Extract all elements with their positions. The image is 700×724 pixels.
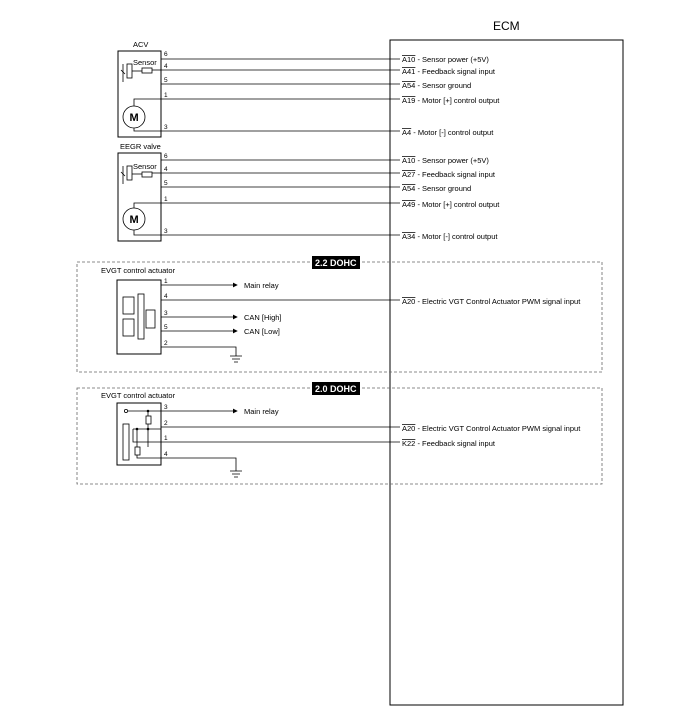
evgt22-badge-text: 2.2 DOHC <box>315 258 357 268</box>
terminal-code: A54 <box>402 81 415 90</box>
acv-sensor-symbol <box>120 63 161 82</box>
eegr-sensor-label: Sensor <box>133 162 157 171</box>
terminal-code: A10 <box>402 55 415 64</box>
svg-text:A54 - Sensor ground: A54 - Sensor ground <box>402 81 471 90</box>
eegr-label: EEGR valve <box>120 142 161 151</box>
svg-text:M: M <box>130 214 139 226</box>
evgt20-badge-text: 2.0 DOHC <box>315 384 357 394</box>
svg-text:A19 - Motor [+] control output: A19 - Motor [+] control output <box>402 96 500 105</box>
evgt22-label: EVGT control actuator <box>101 266 176 275</box>
pin-number: 5 <box>164 77 168 84</box>
pin-number: 2 <box>164 420 168 427</box>
main-relay-label: Main relay <box>244 281 279 290</box>
can-high-label: CAN [High] <box>244 313 282 322</box>
acv-box <box>117 50 162 138</box>
svg-text:A34 - Motor [-] control output: A34 - Motor [-] control output <box>402 232 498 241</box>
evgt22-pin-numbers: 1 4 3 5 2 <box>164 278 168 347</box>
can-low-label: CAN [Low] <box>244 327 280 336</box>
terminal-code: A20 <box>402 424 415 433</box>
terminal-desc: - Feedback signal input <box>415 439 496 448</box>
evgt22-badge <box>312 256 360 269</box>
evgt20-wires <box>161 408 400 478</box>
terminal-code: A19 <box>402 96 415 105</box>
evgt22-ecm-terminal: A20 - Electric VGT Control Actuator PWM … <box>402 297 581 306</box>
eegr-box <box>117 152 162 242</box>
ecm-title: ECM <box>493 19 520 33</box>
terminal-code: A10 <box>402 156 415 165</box>
pin-number: 3 <box>164 228 168 235</box>
eegr-sensor-symbol <box>120 165 161 184</box>
terminal-desc: - Motor [+] control output <box>415 200 500 209</box>
terminal-code: A27 <box>402 170 415 179</box>
terminal-desc: - Motor [+] control output <box>415 96 500 105</box>
terminal-desc: - Motor [-] control output <box>415 232 498 241</box>
pin-number: 4 <box>164 293 168 300</box>
acv-sensor-label: Sensor <box>133 58 157 67</box>
acv-pin-numbers: 6 4 5 1 3 <box>164 51 168 131</box>
eegr-ecm-terminals: A10 - Sensor power (+5V) A27 - Feedback … <box>402 156 500 241</box>
evgt22-actuator-symbol <box>122 293 156 340</box>
terminal-code: A4 <box>402 128 411 137</box>
eegr-wires <box>161 159 400 236</box>
pin-number: 6 <box>164 153 168 160</box>
pin-number: 3 <box>164 124 168 131</box>
acv-label: ACV <box>133 40 148 49</box>
terminal-code: A41 <box>402 67 415 76</box>
evgt20-pin-numbers: 3 2 1 4 <box>164 404 168 458</box>
terminal-code: A49 <box>402 200 415 209</box>
terminal-code: A20 <box>402 297 415 306</box>
main-relay-label: Main relay <box>244 407 279 416</box>
evgt22-wires <box>161 282 400 363</box>
ecm-box <box>389 39 624 706</box>
terminal-desc: - Sensor ground <box>415 81 471 90</box>
pin-number: 3 <box>164 404 168 411</box>
svg-text:A10 - Sensor power (+5V): A10 - Sensor power (+5V) <box>402 55 489 64</box>
eegr-motor-symbol: M <box>122 202 161 236</box>
pin-number: 1 <box>164 278 168 285</box>
pin-number: 1 <box>164 92 168 99</box>
svg-text:A10 - Sensor power (+5V): A10 - Sensor power (+5V) <box>402 156 489 165</box>
pin-number: 4 <box>164 166 168 173</box>
svg-text:A41 - Feedback signal input: A41 - Feedback signal input <box>402 67 496 76</box>
pin-number: 3 <box>164 310 168 317</box>
terminal-desc: - Sensor power (+5V) <box>415 55 489 64</box>
evgt20-actuator-symbol <box>122 408 161 461</box>
pin-number: 4 <box>164 63 168 70</box>
terminal-desc: - Feedback signal input <box>415 170 496 179</box>
pin-number: 2 <box>164 340 168 347</box>
svg-text:M: M <box>130 112 139 124</box>
pin-number: 4 <box>164 451 168 458</box>
acv-motor-symbol: M <box>122 98 161 132</box>
terminal-desc: - Sensor ground <box>415 184 471 193</box>
pin-number: 5 <box>164 324 168 331</box>
terminal-desc: - Feedback signal input <box>415 67 496 76</box>
svg-text:A49 - Motor [+] control output: A49 - Motor [+] control output <box>402 200 500 209</box>
evgt20-badge <box>312 382 360 395</box>
eegr-pin-numbers: 6 4 5 1 3 <box>164 153 168 235</box>
evgt20-ecm-terminal: A20 - Electric VGT Control Actuator PWM … <box>402 424 581 433</box>
evgt20-label: EVGT control actuator <box>101 391 176 400</box>
terminal-code: K22 <box>402 439 415 448</box>
pin-number: 6 <box>164 51 168 58</box>
acv-ecm-terminals: A10 - Sensor power (+5V) A41 - Feedback … <box>402 55 500 137</box>
svg-text:A54 - Sensor ground: A54 - Sensor ground <box>402 184 471 193</box>
terminal-desc: - Electric VGT Control Actuator PWM sign… <box>415 297 581 306</box>
terminal-desc: - Sensor power (+5V) <box>415 156 489 165</box>
acv-wires <box>161 58 400 132</box>
terminal-desc: - Motor [-] control output <box>411 128 494 137</box>
svg-text:A27 - Feedback signal input: A27 - Feedback signal input <box>402 170 496 179</box>
terminal-desc: - Electric VGT Control Actuator PWM sign… <box>415 424 581 433</box>
evgt20-ecm-terminal: K22 - Feedback signal input <box>402 439 496 448</box>
svg-text:A4 - Motor [-] control output: A4 - Motor [-] control output <box>402 128 494 137</box>
pin-number: 5 <box>164 180 168 187</box>
terminal-code: A34 <box>402 232 415 241</box>
evgt22-box <box>116 279 162 355</box>
pin-number: 1 <box>164 435 168 442</box>
pin-number: 1 <box>164 196 168 203</box>
terminal-code: A54 <box>402 184 415 193</box>
evgt20-box <box>116 402 162 466</box>
